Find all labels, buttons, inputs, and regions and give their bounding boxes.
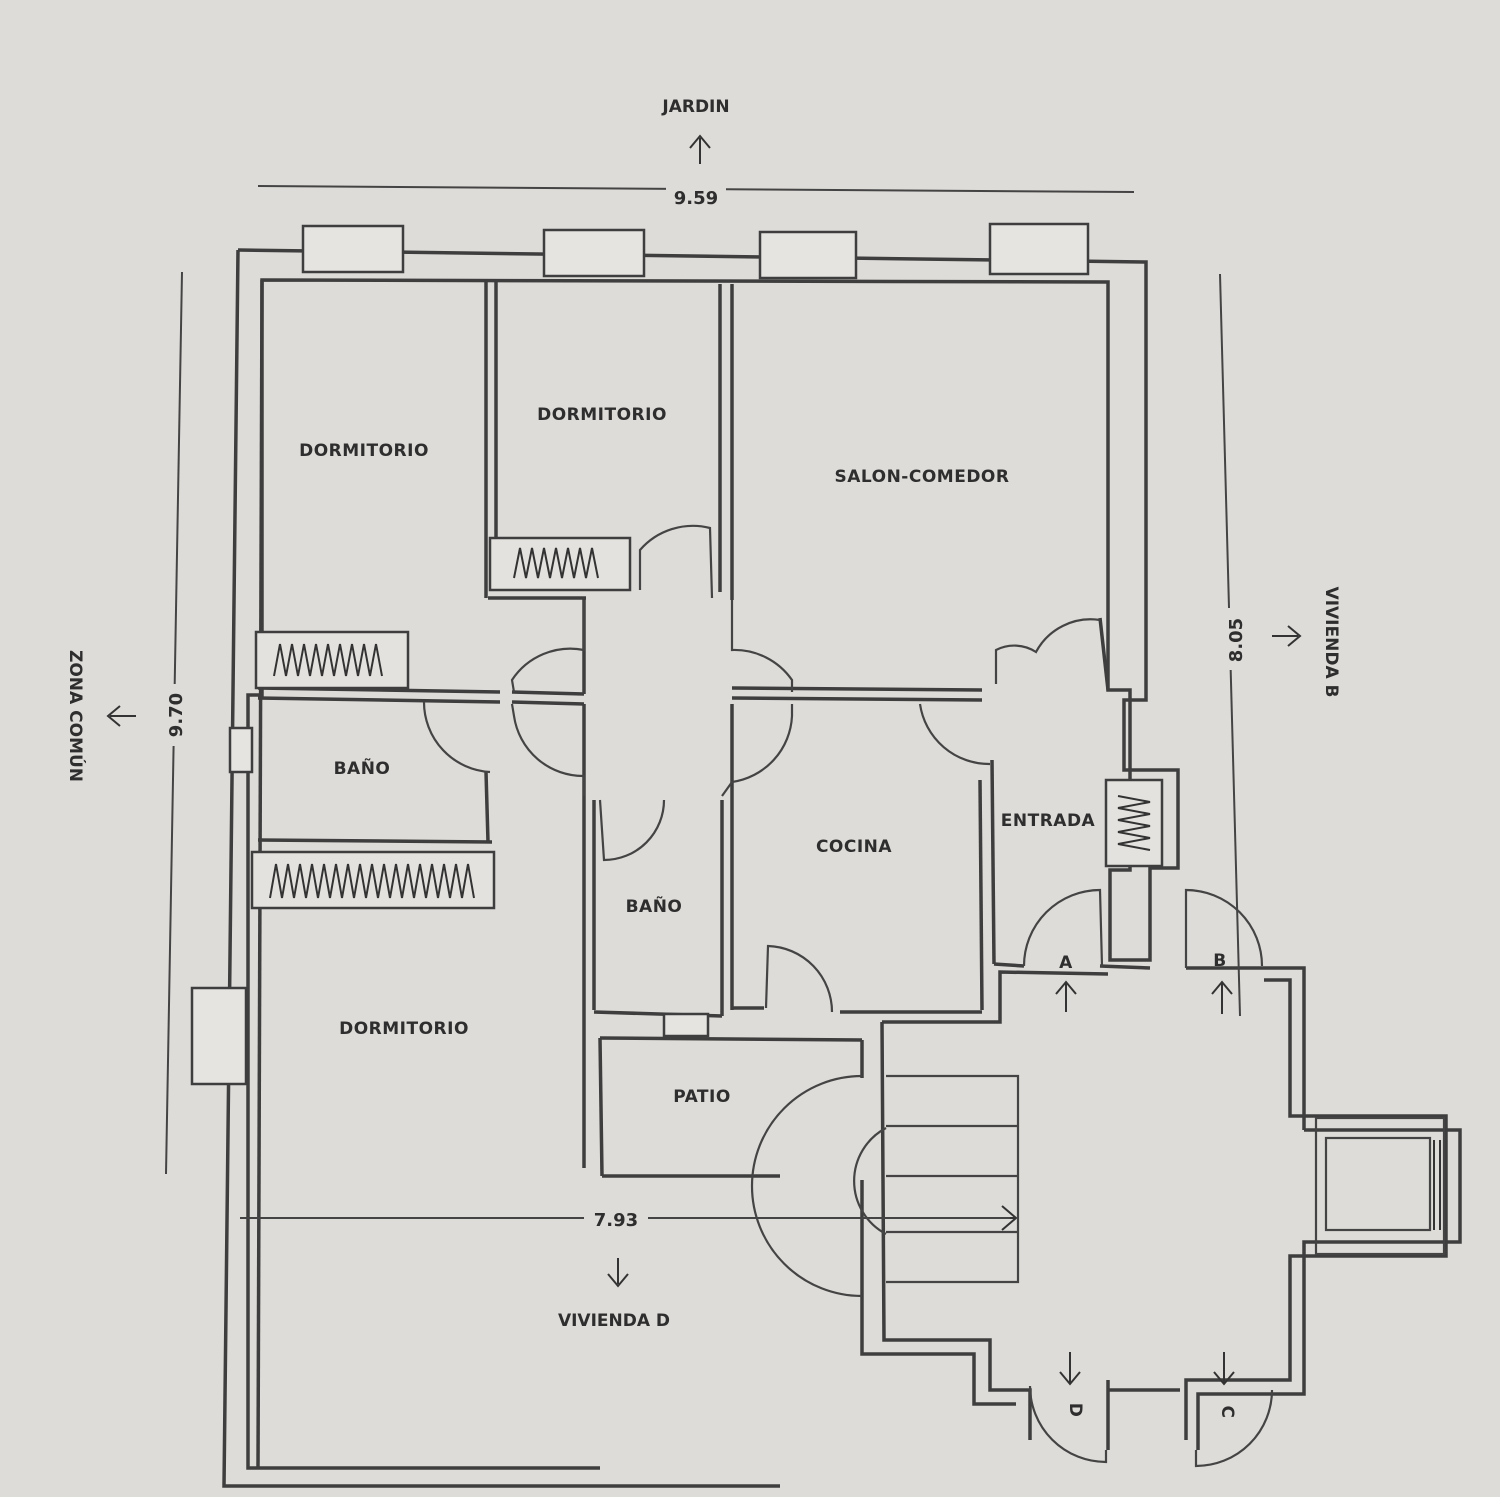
- window: [988, 222, 1090, 276]
- room-label-bedroom-2: DORMITORIO: [537, 405, 667, 425]
- door-swing: [598, 799, 666, 862]
- room-label-patio: PATIO: [673, 1087, 731, 1107]
- arrow-up-icon: [689, 134, 711, 164]
- window: [662, 1012, 710, 1038]
- dimension-right: 8.05: [1226, 618, 1247, 662]
- unit-door-label-d: D: [1065, 1403, 1085, 1418]
- wardrobe: [488, 536, 632, 592]
- arrow-down-icon: [607, 1258, 629, 1288]
- window: [758, 230, 858, 280]
- arrow-down-icon: [1213, 1352, 1235, 1386]
- doors: [422, 524, 1274, 1468]
- dimension-left: 9.70: [166, 693, 187, 737]
- dimension-lines: [165, 185, 1241, 1219]
- unit-door-label-b: B: [1213, 951, 1226, 971]
- door-swing: [638, 524, 714, 599]
- elevator: [1314, 1116, 1446, 1256]
- staircase: [630, 1074, 1020, 1298]
- door-swing: [764, 944, 834, 1013]
- door-swing: [422, 701, 491, 774]
- arrow-up-icon: [1055, 980, 1077, 1012]
- room-label-bath-2: BAÑO: [626, 894, 683, 917]
- room-label-bedroom-1: DORMITORIO: [299, 441, 429, 461]
- door-swing: [1022, 888, 1104, 967]
- door-swing: [510, 703, 586, 796]
- window: [301, 224, 405, 274]
- room-label-entrance: ENTRADA: [1001, 811, 1096, 831]
- dimension-bottom: 7.93: [594, 1210, 638, 1231]
- door-swing: [918, 703, 991, 766]
- door-swing: [1194, 1389, 1274, 1468]
- wardrobe: [254, 630, 410, 690]
- unit-door-label-a: A: [1059, 953, 1073, 973]
- room-label-bedroom-3: DORMITORIO: [339, 1019, 469, 1039]
- unit-door-label-c: C: [1217, 1406, 1237, 1419]
- window: [228, 726, 254, 774]
- windows: [190, 222, 1090, 1086]
- door-swing: [994, 618, 1101, 684]
- label-north: JARDIN: [661, 97, 729, 117]
- arrow-left-icon: [106, 705, 136, 727]
- room-label-kitchen: COCINA: [816, 837, 892, 857]
- label-south: VIVIENDA D: [558, 1311, 670, 1331]
- arrow-right-icon: [1272, 625, 1302, 647]
- window: [190, 986, 248, 1086]
- room-label-living-dining: SALON-COMEDOR: [835, 467, 1010, 487]
- door-swing: [510, 600, 586, 693]
- door-swing: [721, 704, 794, 797]
- wardrobe: [250, 850, 496, 910]
- arrow-down-icon: [1059, 1352, 1081, 1386]
- dimension-top: 9.59: [674, 188, 718, 209]
- room-label-bath-1: BAÑO: [334, 756, 391, 779]
- door-swing: [730, 600, 794, 692]
- label-east: VIVIENDA B: [1321, 587, 1341, 698]
- arrow-up-icon: [1211, 980, 1233, 1014]
- window: [542, 228, 646, 278]
- label-west: ZONA COMÚN: [65, 650, 87, 782]
- wardrobes: [250, 536, 1164, 910]
- wardrobe: [1104, 778, 1164, 868]
- door-swing: [1028, 1385, 1108, 1464]
